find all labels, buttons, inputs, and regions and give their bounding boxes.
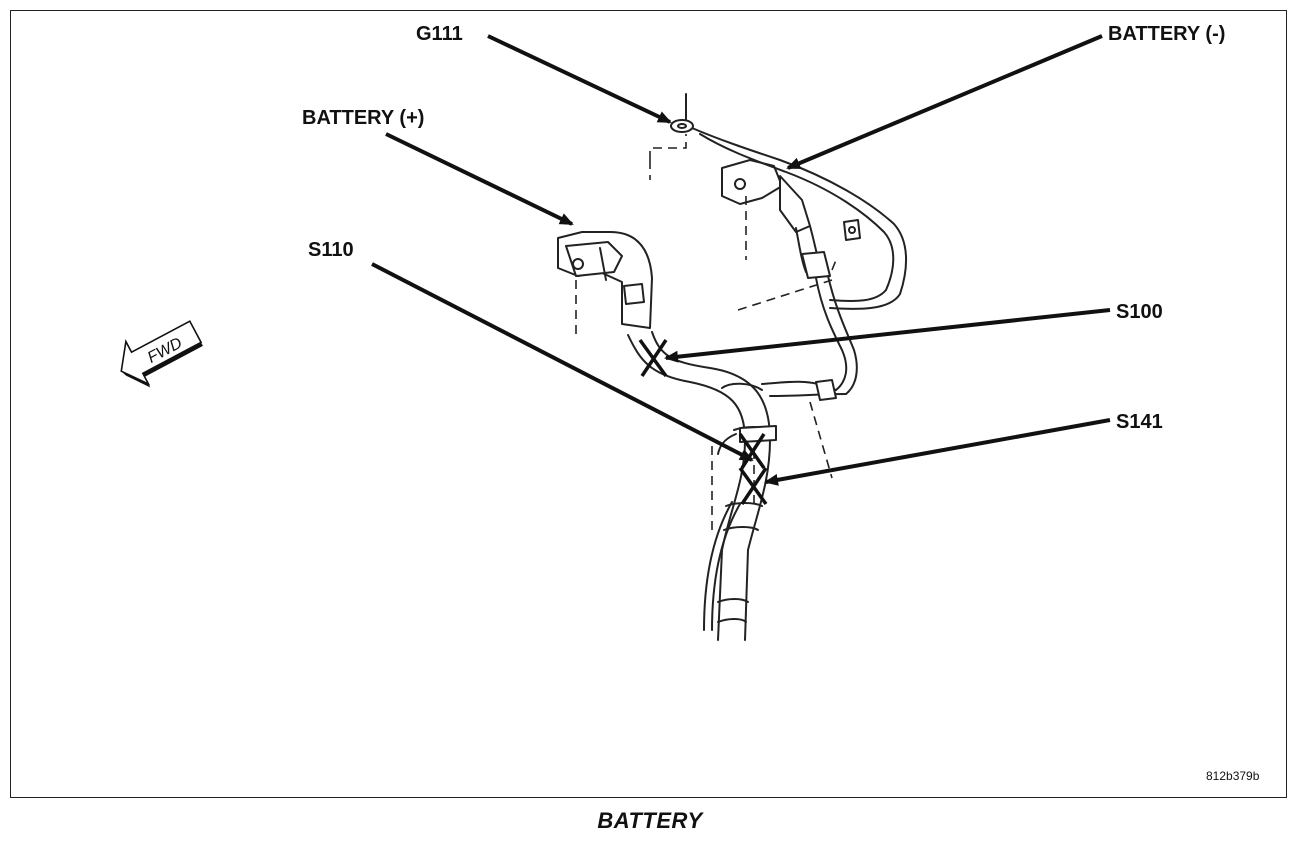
s141-leader: [764, 418, 1111, 486]
diagram-frame: [10, 10, 1287, 798]
label-s141: S141: [1116, 411, 1163, 433]
label-s110: S110: [308, 239, 354, 261]
label-g111: G111: [416, 23, 463, 45]
battery-cable-diagram: G111 BATTERY (-) BATTERY (+) S110 S100 S…: [120, 23, 1260, 783]
g111-leader: [487, 34, 672, 124]
label-battery-negative: BATTERY (-): [1108, 23, 1225, 45]
label-battery-positive: BATTERY (+): [302, 107, 424, 129]
s100-leader: [664, 308, 1111, 363]
s110-leader: [371, 262, 754, 462]
forward-direction-arrow: FWD: [120, 320, 203, 388]
splice-markers: [638, 338, 768, 506]
cable-harness-drawing: [557, 93, 908, 641]
s141-x-marker: [738, 466, 768, 506]
figure-caption: BATTERY: [597, 808, 703, 833]
label-s100: S100: [1116, 301, 1163, 323]
leader-arrows: [371, 34, 1111, 486]
battery-pos-leader: [385, 132, 574, 226]
battery-neg-leader: [786, 34, 1103, 170]
reference-code: 812b379b: [1206, 769, 1260, 783]
s100-x-marker: [638, 338, 668, 378]
